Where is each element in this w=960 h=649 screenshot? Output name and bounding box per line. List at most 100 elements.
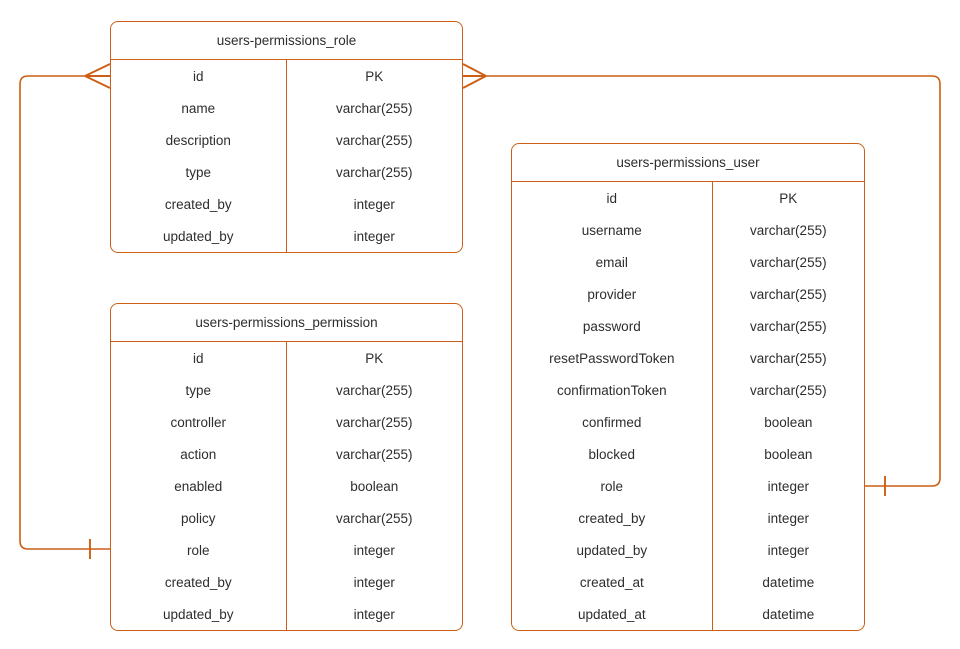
field-name-cell: confirmed	[512, 406, 713, 438]
field-row: action varchar(255)	[111, 438, 462, 470]
field-type-cell: integer	[767, 478, 809, 494]
field-type-cell: varchar(255)	[335, 100, 413, 116]
field-type-cell: integer	[767, 510, 809, 526]
field-name-cell: type	[111, 374, 287, 406]
field-name-cell: username	[512, 214, 713, 246]
field-name-cell: blocked	[512, 438, 713, 470]
field-row: updated_by integer	[111, 220, 462, 252]
field-row: enabled boolean	[111, 470, 462, 502]
field-name-cell: id	[111, 342, 287, 374]
field-name-cell: confirmationToken	[512, 374, 713, 406]
field-row: id PK	[111, 342, 462, 374]
crow-foot-many-marker	[84, 63, 111, 89]
field-type-cell: boolean	[350, 478, 399, 494]
field-type-cell: boolean	[764, 414, 813, 430]
table-fields: id PK username varchar(255) email varcha…	[512, 182, 864, 630]
field-row: policy varchar(255)	[111, 502, 462, 534]
field-row: email varchar(255)	[512, 246, 864, 278]
field-name-cell: id	[111, 60, 287, 92]
field-row: provider varchar(255)	[512, 278, 864, 310]
field-name-cell: action	[111, 438, 287, 470]
field-name-cell: policy	[111, 502, 287, 534]
field-type-cell: varchar(255)	[335, 446, 413, 462]
field-type-cell: varchar(255)	[750, 350, 827, 366]
field-row: type varchar(255)	[111, 374, 462, 406]
table-title: users-permissions_user	[512, 144, 864, 182]
field-row: confirmationToken varchar(255)	[512, 374, 864, 406]
field-name-cell: controller	[111, 406, 287, 438]
field-type-cell: varchar(255)	[750, 222, 827, 238]
field-type-cell: PK	[779, 190, 798, 206]
field-row: role integer	[512, 470, 864, 502]
field-name-cell: created_by	[111, 566, 287, 598]
field-type-cell: varchar(255)	[750, 318, 827, 334]
field-name-cell: role	[512, 470, 713, 502]
field-type-cell: integer	[353, 606, 395, 622]
table-fields: id PK name varchar(255) description varc…	[111, 60, 462, 252]
table-title: users-permissions_permission	[111, 304, 462, 342]
field-name-cell: resetPasswordToken	[512, 342, 713, 374]
field-name-cell: created_by	[111, 188, 287, 220]
field-row: role integer	[111, 534, 462, 566]
field-row: created_at datetime	[512, 566, 864, 598]
field-row: created_by integer	[512, 502, 864, 534]
field-row: id PK	[111, 60, 462, 92]
field-type-cell: varchar(255)	[335, 382, 413, 398]
field-row: controller varchar(255)	[111, 406, 462, 438]
field-name-cell: updated_by	[111, 598, 287, 630]
field-type-cell: integer	[353, 196, 395, 212]
field-row: password varchar(255)	[512, 310, 864, 342]
field-type-cell: varchar(255)	[335, 510, 413, 526]
field-name-cell: provider	[512, 278, 713, 310]
field-name-cell: updated_at	[512, 598, 713, 630]
field-name-cell: created_at	[512, 566, 713, 598]
field-name-cell: type	[111, 156, 287, 188]
field-row: updated_by integer	[512, 534, 864, 566]
field-type-cell: boolean	[764, 446, 813, 462]
field-type-cell: varchar(255)	[750, 254, 827, 270]
field-row: name varchar(255)	[111, 92, 462, 124]
field-type-cell: integer	[767, 542, 809, 558]
field-name-cell: email	[512, 246, 713, 278]
field-row: resetPasswordToken varchar(255)	[512, 342, 864, 374]
relationship-line	[19, 75, 110, 550]
field-name-cell: updated_by	[512, 534, 713, 566]
field-row: updated_at datetime	[512, 598, 864, 630]
field-row: created_by integer	[111, 188, 462, 220]
entity-table-role: users-permissions_role id PK name varcha…	[110, 21, 463, 253]
field-type-cell: varchar(255)	[750, 286, 827, 302]
field-type-cell: varchar(255)	[335, 132, 413, 148]
field-type-cell: integer	[353, 574, 395, 590]
field-name-cell: enabled	[111, 470, 287, 502]
field-type-cell: varchar(255)	[335, 414, 413, 430]
field-name-cell: role	[111, 534, 287, 566]
field-name-cell: description	[111, 124, 287, 156]
field-type-cell: PK	[365, 68, 384, 84]
entity-table-user: users-permissions_user id PK username va…	[511, 143, 865, 631]
field-name-cell: id	[512, 182, 713, 214]
field-row: type varchar(255)	[111, 156, 462, 188]
relationship-line	[486, 75, 941, 487]
field-type-cell: PK	[365, 350, 384, 366]
field-name-cell: password	[512, 310, 713, 342]
field-row: created_by integer	[111, 566, 462, 598]
field-row: blocked boolean	[512, 438, 864, 470]
field-row: updated_by integer	[111, 598, 462, 630]
field-type-cell: varchar(255)	[335, 164, 413, 180]
crow-foot-many-marker	[462, 63, 487, 89]
field-type-cell: datetime	[762, 574, 815, 590]
field-type-cell: integer	[353, 542, 395, 558]
table-fields: id PK type varchar(255) controller varch…	[111, 342, 462, 630]
field-type-cell: varchar(255)	[750, 382, 827, 398]
relationship-role-permission	[19, 63, 111, 559]
field-name-cell: created_by	[512, 502, 713, 534]
field-name-cell: name	[111, 92, 287, 124]
field-type-cell: datetime	[762, 606, 815, 622]
relationship-role-user	[462, 63, 941, 496]
field-row: username varchar(255)	[512, 214, 864, 246]
entity-table-permission: users-permissions_permission id PK type …	[110, 303, 463, 631]
field-row: id PK	[512, 182, 864, 214]
field-name-cell: updated_by	[111, 220, 287, 252]
